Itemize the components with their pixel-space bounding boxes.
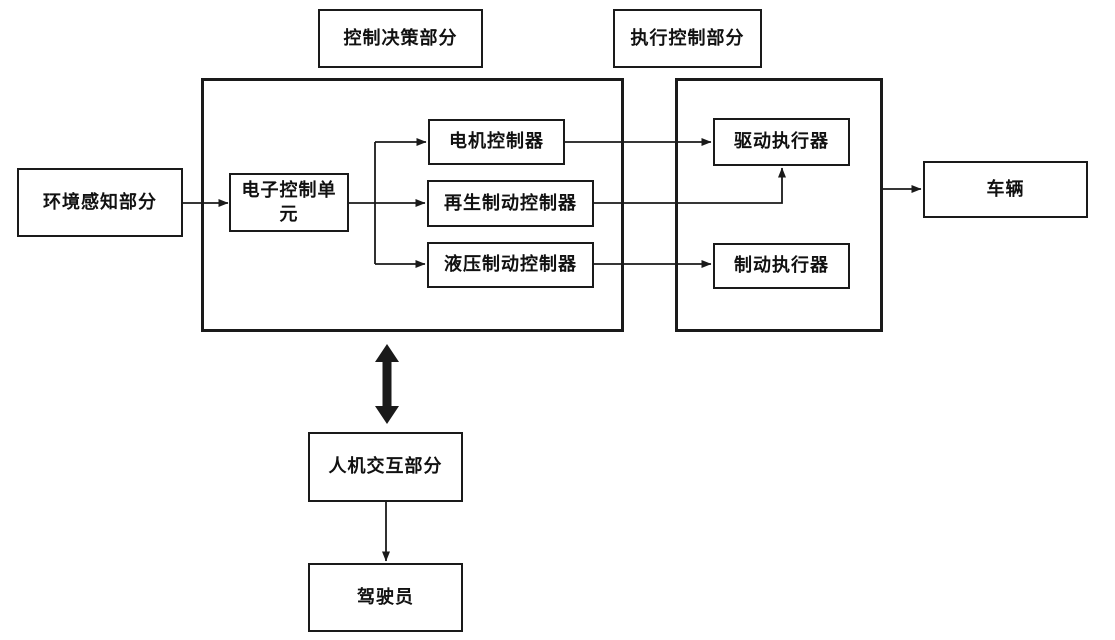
arrow-regen-controller-to-drive-actuator: [594, 167, 786, 204]
node-regen-brake-controller: 再生制动控制器: [427, 180, 594, 227]
node-hydraulic-brake-controller: 液压制动控制器: [427, 242, 594, 288]
node-drive-actuator: 驱动执行器: [713, 118, 850, 166]
node-brake-actuator: 制动执行器: [713, 243, 850, 289]
section-label-control-decision: 控制决策部分: [318, 9, 483, 68]
control-decision-container: [201, 78, 624, 332]
node-driver: 驾驶员: [308, 563, 463, 632]
node-vehicle: 车辆: [923, 161, 1088, 218]
node-electronic-control-unit: 电子控制单元: [229, 173, 349, 232]
section-label-execution-control: 执行控制部分: [613, 9, 762, 68]
node-environment-perception: 环境感知部分: [17, 168, 183, 237]
double-arrow-ecu-hmi: [375, 344, 399, 424]
node-human-machine-interaction: 人机交互部分: [308, 432, 463, 502]
node-motor-controller: 电机控制器: [428, 119, 565, 165]
execution-control-container: [675, 78, 883, 332]
